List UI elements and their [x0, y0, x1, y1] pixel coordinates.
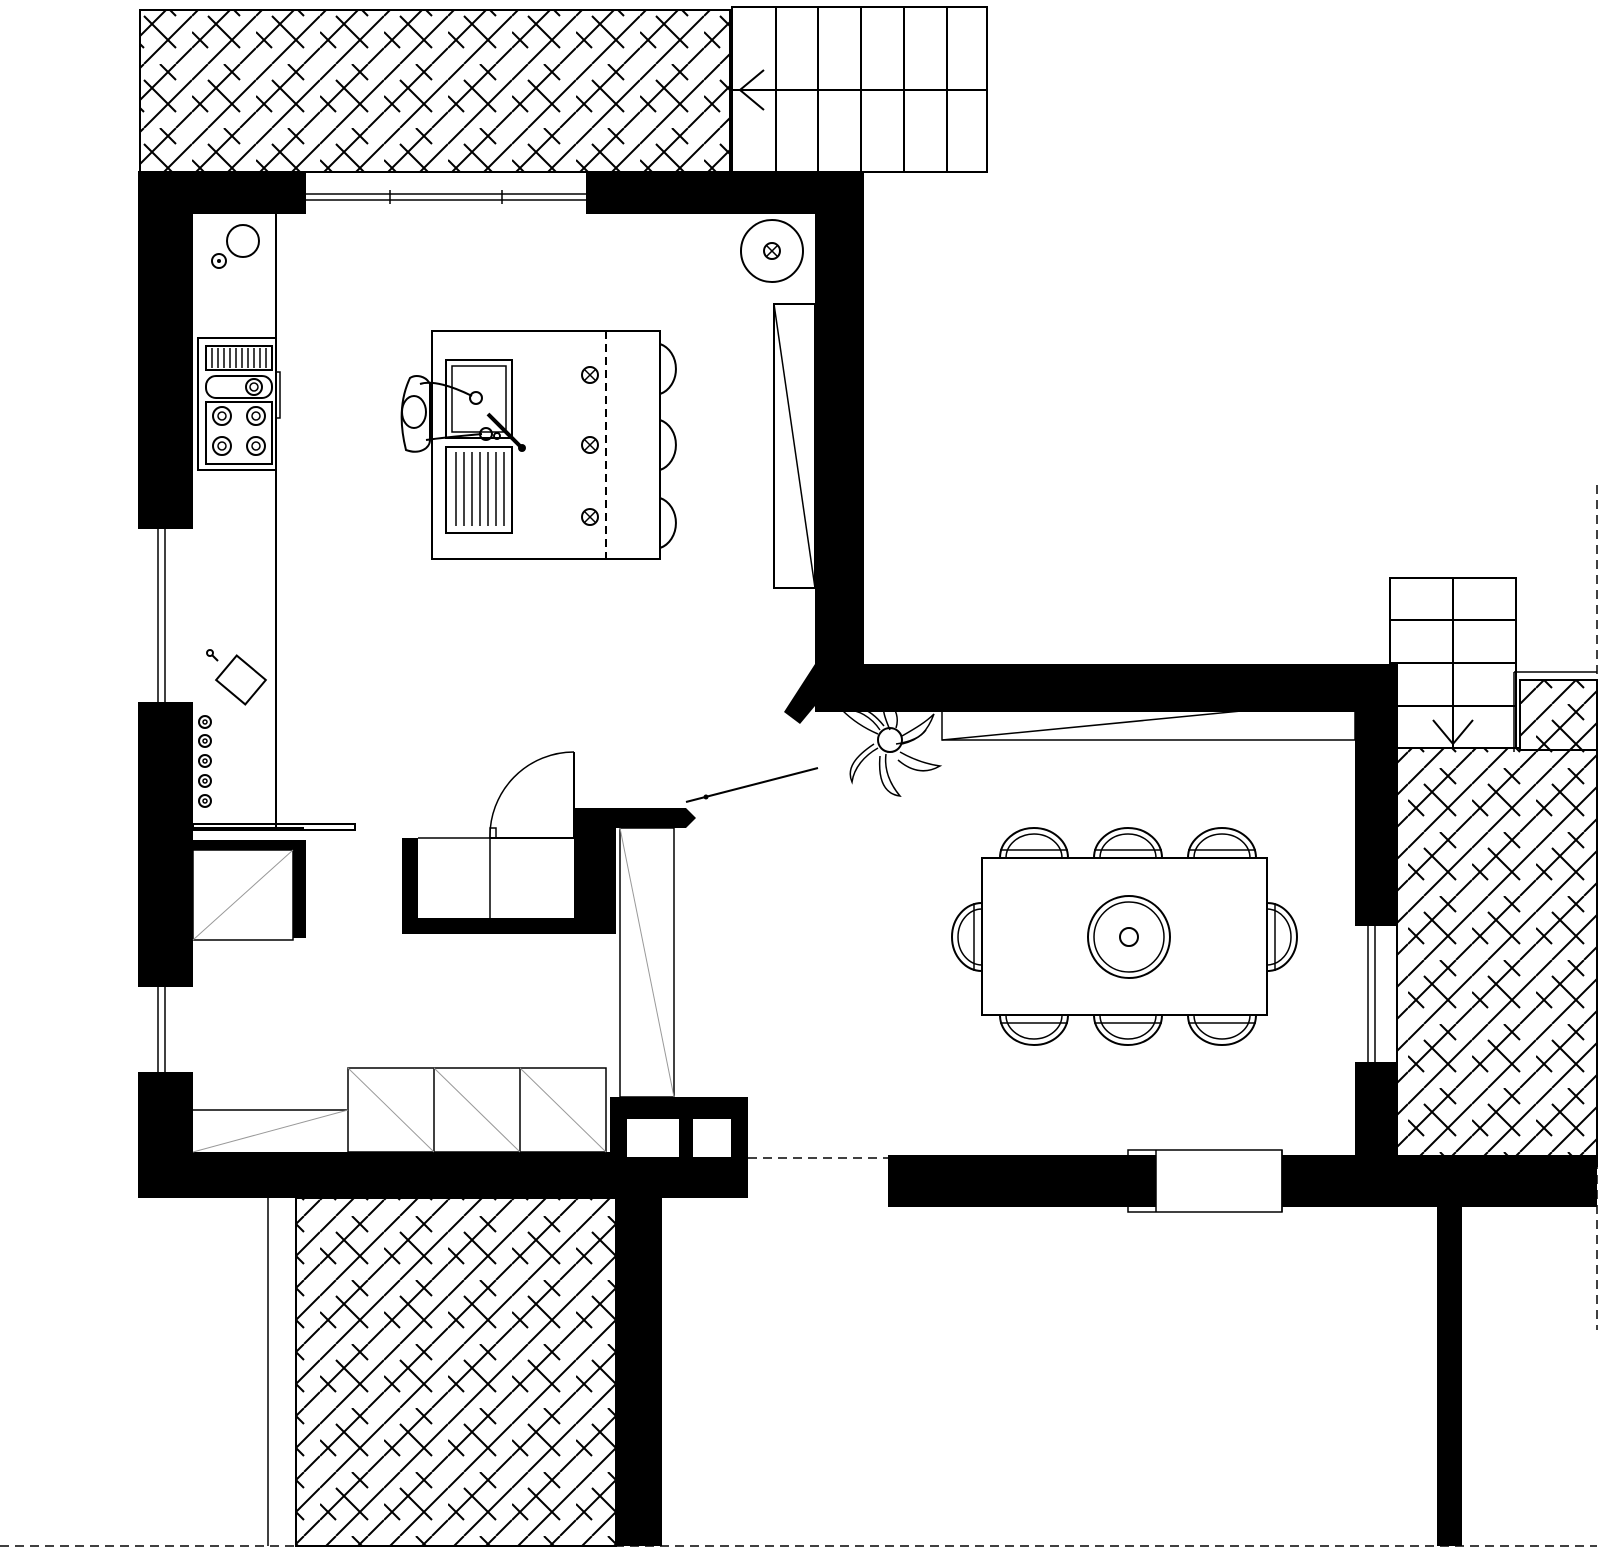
- window-west-1: [157, 529, 166, 702]
- terrace-east: [1396, 671, 1598, 1167]
- chair: [951, 902, 983, 972]
- water-heater-icon: [740, 219, 804, 283]
- stair-arrow-icon: [1432, 620, 1474, 746]
- burner-icon: [212, 436, 232, 456]
- chair: [1093, 1014, 1163, 1046]
- window-west-2: [157, 987, 166, 1072]
- island-stools: [659, 343, 677, 549]
- cutting-board-icon: [206, 649, 268, 706]
- terrace-south: [267, 1197, 617, 1547]
- fridge-cabinet: [773, 303, 816, 589]
- burner-icon: [246, 406, 266, 426]
- built-in-storage: [192, 1067, 607, 1153]
- sideboard: [941, 699, 1356, 741]
- chair: [999, 827, 1069, 859]
- entry-door: [418, 751, 575, 918]
- burner-icon: [246, 436, 266, 456]
- kitchen-counter: [192, 214, 356, 831]
- pendant-light-icon: [581, 436, 599, 454]
- burner-icon: [245, 378, 263, 396]
- door-south-glazed: [1127, 1149, 1283, 1213]
- service-shafts: [625, 1117, 733, 1159]
- chair: [1187, 1014, 1257, 1046]
- chair: [1093, 827, 1163, 859]
- knob-row: [198, 715, 212, 808]
- chair: [999, 1014, 1069, 1046]
- window-north: [306, 190, 586, 204]
- stool: [659, 343, 677, 395]
- kettle-icon: [211, 224, 260, 269]
- stair-arrow-icon: [738, 69, 786, 111]
- hob: [197, 337, 281, 471]
- walls: [138, 171, 1597, 1546]
- staircase-east: [1389, 577, 1517, 749]
- stool: [659, 497, 677, 549]
- sink-icon: [445, 359, 513, 534]
- kitchen-island: [431, 330, 661, 560]
- stool: [659, 419, 677, 471]
- staircase-north: [731, 6, 988, 173]
- pendant-light-icon: [581, 366, 599, 384]
- tall-cabinet: [619, 827, 675, 1098]
- dining-chairs: [951, 827, 1298, 1046]
- burner-icon: [212, 406, 232, 426]
- dining-table: [981, 857, 1268, 1016]
- pendant-light-icon: [581, 508, 599, 526]
- wardrobe-closet: [192, 849, 294, 941]
- terrace-north: [139, 9, 731, 173]
- window-east: [1367, 926, 1376, 1062]
- chair: [1187, 827, 1257, 859]
- potted-plant-icon: [840, 694, 943, 797]
- centerpiece-icon: [1087, 895, 1171, 979]
- sliding-door: [685, 767, 819, 803]
- person-cooking-icon: [400, 375, 526, 453]
- chair: [1266, 902, 1298, 972]
